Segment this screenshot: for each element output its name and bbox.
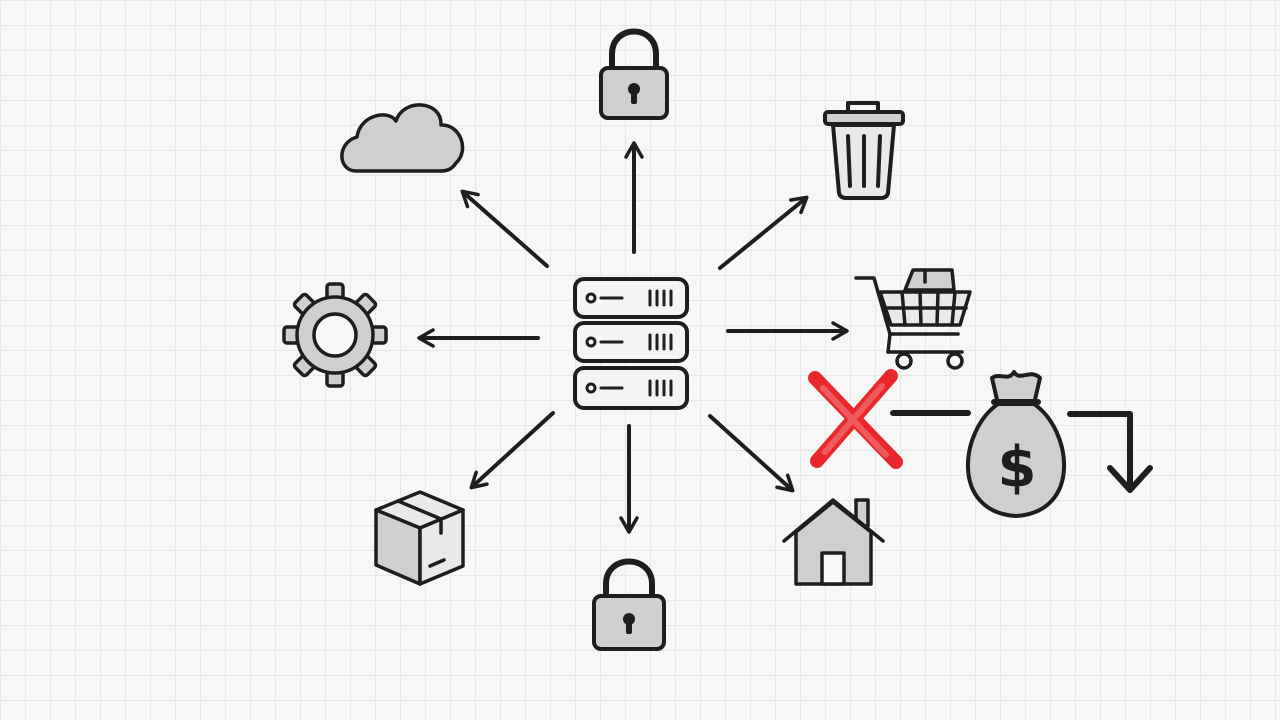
- lock-icon: [599, 28, 669, 120]
- shopping-cart-icon: [854, 268, 972, 370]
- money-bag-icon: $: [966, 370, 1066, 518]
- arrow-to-trash-can: [718, 195, 809, 270]
- cardboard-box-icon: [374, 490, 465, 586]
- trash-can-icon: [823, 101, 905, 200]
- arrow-to-cloud: [460, 189, 549, 268]
- gear-icon: [282, 282, 388, 388]
- server-unit-middle: [573, 321, 689, 363]
- arrow-to-house: [708, 414, 795, 493]
- lock-icon: [592, 558, 666, 651]
- server-unit-bottom: [573, 366, 689, 410]
- house-icon: [782, 498, 885, 586]
- money-bag-dollar-sign: $: [998, 435, 1037, 500]
- server-stack-icon: [573, 277, 689, 410]
- arrow-to-box: [469, 411, 555, 490]
- connector-arrows: [417, 141, 849, 534]
- cart-package: [903, 268, 956, 292]
- cloud-icon: [340, 103, 465, 173]
- down-arrow: [1067, 411, 1153, 493]
- red-x-icon: [808, 369, 903, 469]
- server-unit-top: [573, 277, 689, 319]
